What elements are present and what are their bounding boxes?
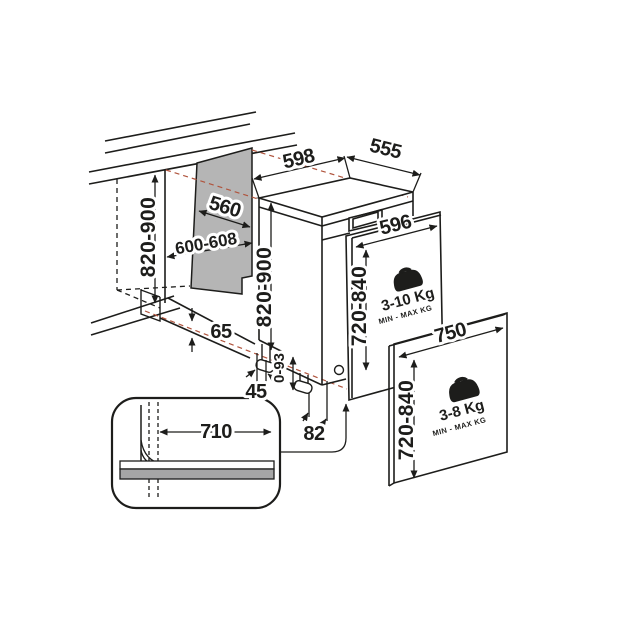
counter-worktop <box>88 111 298 185</box>
floor-lines <box>90 295 256 359</box>
adjustable-feet <box>255 344 345 394</box>
weight-icon <box>449 376 480 403</box>
inset-leader-line <box>280 403 350 453</box>
appliance-width-label: 598 <box>281 145 317 174</box>
appliance-depth-label: 555 <box>367 135 404 164</box>
niche-side-panel <box>190 147 253 295</box>
side-offset-label: 45 <box>245 381 267 403</box>
door-height-label: 720-840 <box>348 266 371 347</box>
dishwasher-body <box>255 177 414 394</box>
dimension-lines <box>151 155 504 479</box>
weight-icon <box>393 267 423 292</box>
appliance-height-label: 820-900 <box>253 247 276 328</box>
door-to-plinth-label: 82 <box>303 423 325 445</box>
plinth-detail-inset <box>110 396 350 510</box>
plinth-height-label: 65 <box>210 321 232 343</box>
plinth-bar <box>119 468 275 480</box>
plinth-detail-width-label: 710 <box>200 421 232 443</box>
leg-adjust-label: 0-93 <box>271 353 288 383</box>
niche-height-label: 820-900 <box>137 197 160 278</box>
panel-height-label: 720-840 <box>395 380 418 461</box>
